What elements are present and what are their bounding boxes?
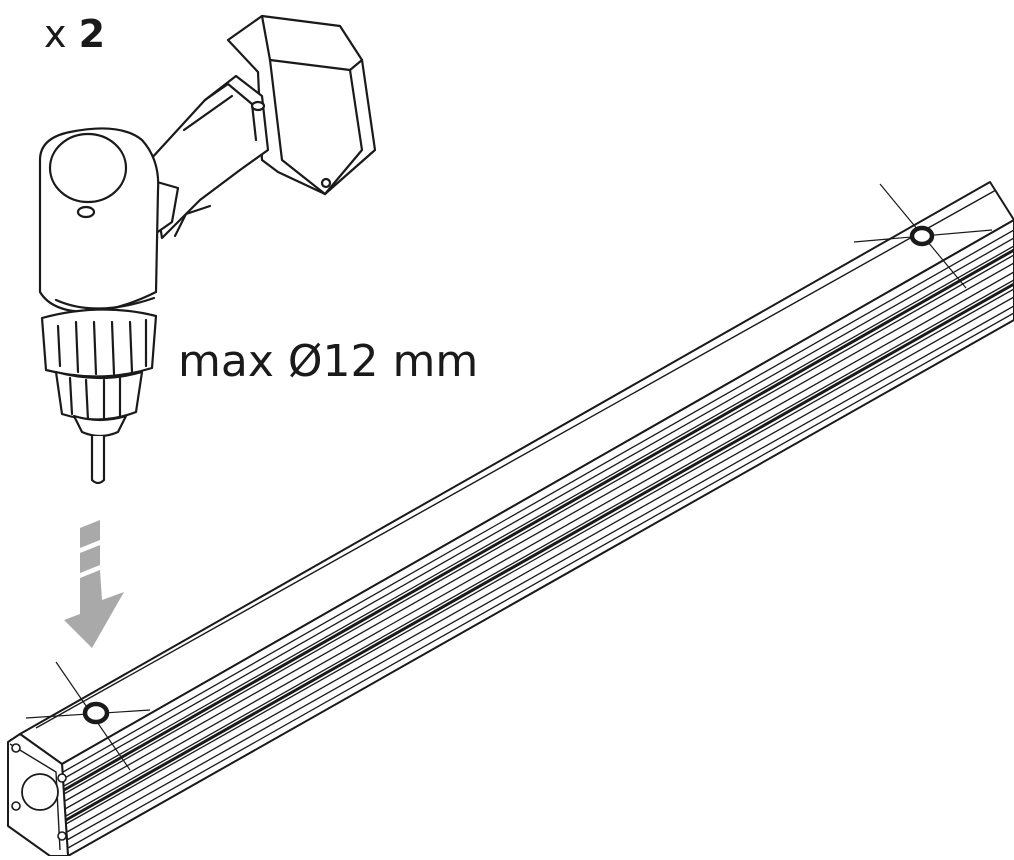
drill-hole-marker-icon bbox=[25, 183, 993, 771]
cordless-drill-icon bbox=[38, 14, 377, 485]
max-diameter-label: max Ø12 mm bbox=[178, 336, 479, 387]
quantity-count: 2 bbox=[78, 12, 106, 56]
quantity-prefix: x bbox=[44, 12, 67, 56]
quantity-label: x 2 bbox=[44, 6, 105, 62]
down-arrow-icon bbox=[64, 520, 124, 648]
aluminium-profile bbox=[7, 181, 1014, 857]
